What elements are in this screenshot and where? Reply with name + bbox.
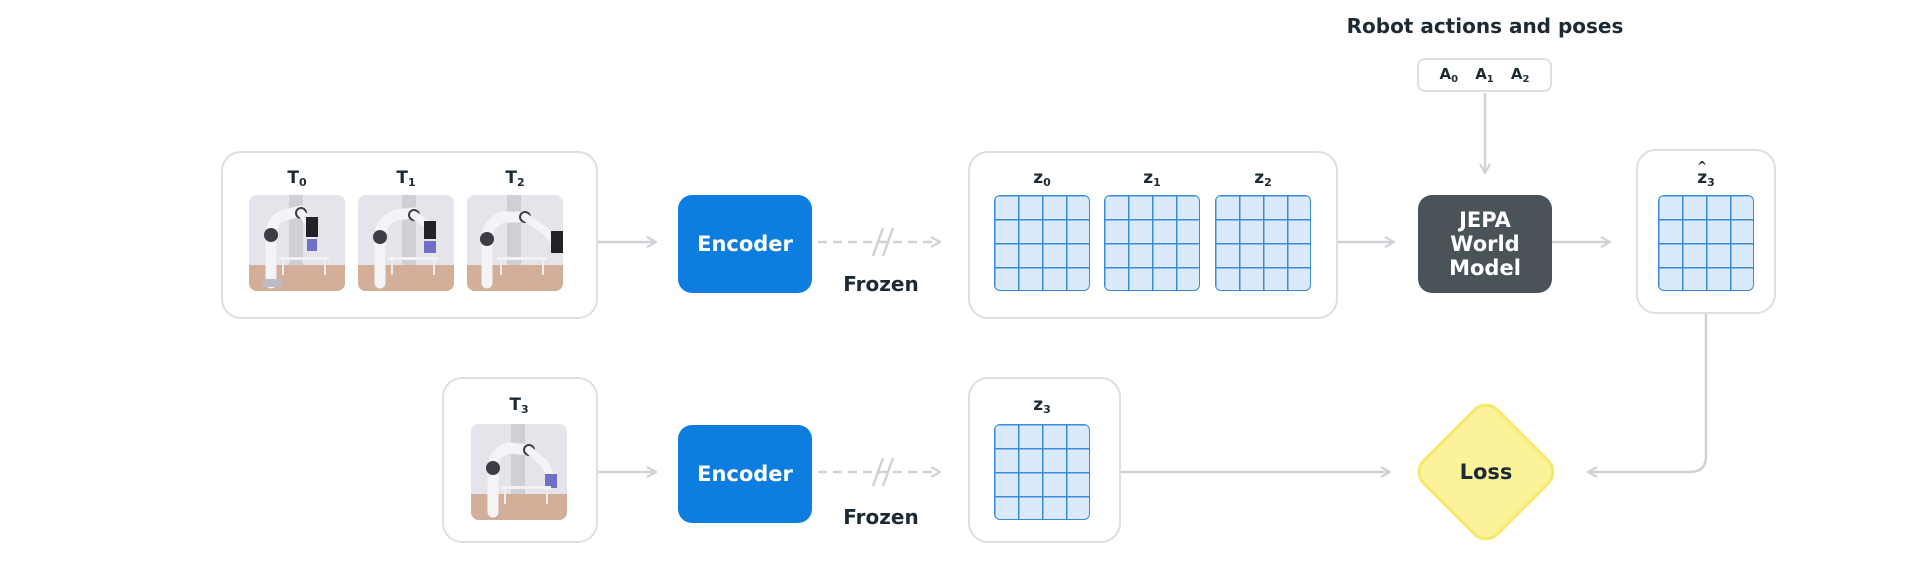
target-latent-label: z3 bbox=[1033, 395, 1051, 416]
frozen-break-mark bbox=[881, 227, 895, 257]
target-latent-grid bbox=[994, 424, 1090, 520]
jepa-world-model-block: JEPA World Model bbox=[1418, 195, 1552, 293]
latent-grid bbox=[1104, 195, 1200, 291]
robot-frame-image bbox=[249, 195, 345, 291]
predicted-latent-label: z3 bbox=[1697, 168, 1715, 189]
latent-grid bbox=[994, 195, 1090, 291]
action-a2: A2 bbox=[1510, 65, 1530, 85]
arrow-prediction-to-loss bbox=[1586, 314, 1708, 478]
latent-label-z0: z0 bbox=[1033, 168, 1051, 189]
frozen-label: Frozen bbox=[843, 272, 919, 296]
frozen-break-mark bbox=[871, 457, 885, 487]
frame-label-t0: T0 bbox=[287, 168, 307, 189]
frame-label-t3: T3 bbox=[509, 395, 529, 416]
frozen-break-mark bbox=[871, 227, 885, 257]
robot-frame-image bbox=[471, 424, 567, 520]
frame-label-t2: T2 bbox=[505, 168, 525, 189]
encoder-block: Encoder bbox=[678, 195, 812, 293]
action-a1: A1 bbox=[1475, 65, 1494, 85]
action-a0: A0 bbox=[1439, 65, 1459, 85]
latent-grid bbox=[1215, 195, 1311, 291]
frozen-break-mark bbox=[881, 457, 895, 487]
frozen-label: Frozen bbox=[843, 505, 919, 529]
actions-title: Robot actions and poses bbox=[1346, 14, 1624, 38]
latent-label-z1: z1 bbox=[1143, 168, 1161, 189]
loss-diamond bbox=[1417, 403, 1555, 541]
latent-label-z2: z2 bbox=[1254, 168, 1272, 189]
encoder-block: Encoder bbox=[678, 425, 812, 523]
robot-frame-image bbox=[358, 195, 454, 291]
robot-frame-image bbox=[467, 195, 563, 291]
predicted-latent-grid bbox=[1658, 195, 1754, 291]
frame-label-t1: T1 bbox=[396, 168, 416, 189]
loss-label: Loss bbox=[1459, 460, 1513, 484]
actions-box: A0 A1 A2 bbox=[1417, 58, 1552, 92]
